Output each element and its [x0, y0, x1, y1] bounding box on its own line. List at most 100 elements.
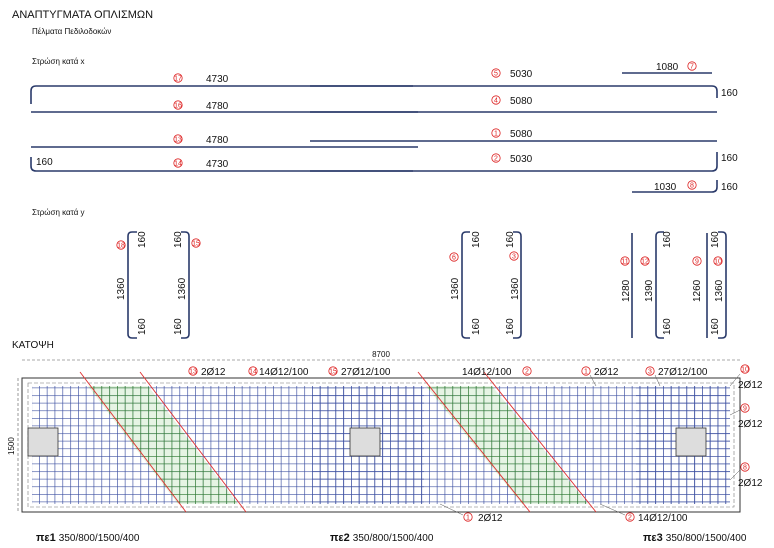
bar-15 — [181, 231, 190, 339]
bar-8-length: 1030 — [654, 182, 677, 193]
marker-16 — [173, 100, 183, 110]
plan-label: 2Ø12 — [738, 478, 763, 489]
marker-9-text: 9 — [695, 259, 699, 266]
cut-line — [483, 371, 597, 513]
marker-17-text: 17 — [174, 76, 182, 83]
marker-8 — [687, 180, 697, 190]
marker-10 — [713, 256, 723, 266]
marker-7-text: 7 — [690, 64, 694, 71]
bar-13-length: 4780 — [206, 135, 229, 146]
marker-1-text: 1 — [494, 131, 498, 138]
hook-label: 160 — [721, 88, 738, 99]
plan-label: 2Ø12 — [201, 367, 226, 378]
y-bars: 18 1360 160 160 15 1360 160 160 6 1360 1… — [116, 231, 727, 339]
bar-2-length: 5030 — [510, 154, 533, 165]
cut-line — [417, 371, 531, 513]
bar-9-length: 1260 — [692, 279, 703, 302]
plan-marker: 13 — [189, 369, 197, 376]
bar-8 — [632, 180, 718, 193]
marker-16-text: 16 — [174, 103, 182, 110]
marker-1 — [491, 128, 501, 138]
marker-14-text: 14 — [174, 161, 182, 168]
plan-label: 27Ø12/100 — [341, 367, 391, 378]
bar-14-length: 4730 — [206, 159, 229, 170]
marker-18 — [116, 240, 126, 250]
section-x-label: Στρώση κατά x — [32, 57, 85, 66]
plan-marker: 15 — [329, 369, 337, 376]
cut-line — [79, 371, 187, 513]
green-zone-2-mesh — [426, 386, 588, 504]
hook-bottom: 160 — [662, 318, 673, 335]
plan-label: 14Ø12/100 — [259, 367, 309, 378]
marker-13-text: 13 — [174, 137, 182, 144]
bar-10-length: 1360 — [714, 279, 725, 302]
page-subtitle: Πέλματα Πεδιλοδοκών — [32, 27, 111, 36]
bar-12-length: 1390 — [644, 279, 655, 302]
bar-3-length: 1360 — [510, 277, 521, 300]
bar-1-length: 5080 — [510, 129, 533, 140]
bar-14 — [30, 157, 413, 172]
hook-bottom: 160 — [710, 318, 721, 335]
column-pe3 — [675, 427, 707, 457]
hook-top: 160 — [173, 231, 184, 248]
column-pe1 — [27, 427, 59, 457]
marker-7 — [687, 61, 697, 71]
plan-marker: 8 — [743, 465, 747, 472]
hook-label: 160 — [721, 153, 738, 164]
plan-label: 27Ø12/100 — [658, 367, 708, 378]
plan-label: 2Ø12 — [738, 380, 763, 391]
plan-view: 8700 1500 13 2Ø12 14 14Ø12/100 — [7, 350, 763, 524]
marker-6-text: 6 — [452, 255, 456, 262]
hook-bottom: 160 — [173, 318, 184, 335]
hook-bottom: 160 — [137, 318, 148, 335]
bar-18-length: 1360 — [116, 277, 127, 300]
plan-label: 2Ø12 — [594, 367, 619, 378]
marker-10-text: 10 — [714, 259, 722, 266]
marker-3 — [509, 251, 519, 261]
hook-label: 160 — [36, 157, 53, 168]
marker-6 — [449, 252, 459, 262]
hook-label: 160 — [721, 182, 738, 193]
bar-16-length: 4780 — [206, 101, 229, 112]
column-pe2 — [349, 427, 381, 457]
marker-12-text: 12 — [641, 259, 649, 266]
marker-18-text: 18 — [117, 243, 125, 250]
cut-line — [139, 371, 247, 513]
hook-top: 160 — [662, 231, 673, 248]
bar-18 — [127, 231, 137, 339]
bar-12 — [655, 231, 664, 339]
hook-top: 160 — [471, 231, 482, 248]
bar-17 — [30, 85, 413, 104]
marker-2 — [491, 153, 501, 163]
plan-marker: 9 — [743, 406, 747, 413]
plan-label: 14Ø12/100 — [638, 513, 688, 524]
marker-4 — [491, 95, 501, 105]
marker-5 — [491, 68, 501, 78]
marker-12 — [640, 256, 650, 266]
hook-top: 160 — [505, 231, 516, 248]
plan-label: 14Ø12/100 — [462, 367, 512, 378]
bar-7-length: 1080 — [656, 62, 679, 73]
marker-11 — [620, 256, 630, 266]
marker-8-text: 8 — [690, 183, 694, 190]
plan-label: 2Ø12 — [478, 513, 503, 524]
plan-marker: 14 — [249, 369, 257, 376]
plan-label: 2Ø12 — [738, 419, 763, 430]
marker-13 — [173, 134, 183, 144]
bar-10 — [718, 231, 727, 339]
plan-marker: 10 — [741, 367, 749, 374]
plan-marker: 2 — [628, 515, 632, 522]
marker-15 — [191, 238, 201, 248]
marker-2-text: 2 — [494, 156, 498, 163]
plan-width-dim: 1500 — [7, 437, 16, 455]
x-bars — [30, 72, 718, 193]
bar-3 — [513, 231, 522, 339]
bar-5-length: 5030 — [510, 69, 533, 80]
hook-top: 160 — [137, 231, 148, 248]
marker-9 — [692, 256, 702, 266]
